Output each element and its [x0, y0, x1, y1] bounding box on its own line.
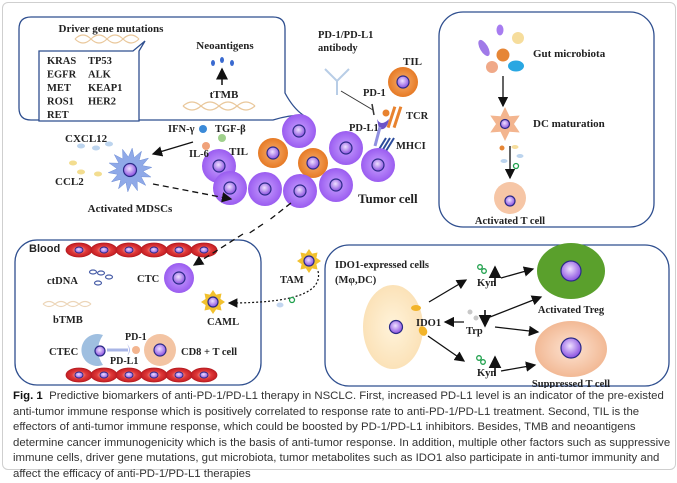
ctdna-icon [88, 269, 114, 286]
ttmb-label: tTMB [210, 89, 239, 101]
ido1-cells-title: IDO1-expressed cells [335, 260, 429, 271]
suppressed-t-cell-label: Suppressed T cell [532, 379, 610, 388]
ccl2-label: CCL2 [55, 176, 84, 188]
btmb-label: bTMB [53, 315, 83, 326]
inhibition-line [340, 90, 374, 111]
gene-item: ALK [88, 70, 112, 81]
pdl1-label: PD-L1 [349, 123, 379, 134]
driver-gene-title: Driver gene mutations [59, 23, 165, 35]
blood-pd1-label: PD-1 [125, 332, 147, 343]
blood-panel: Blood ctDNA CTC TAM CAML bTMB CTEC PD-1 … [14, 223, 321, 386]
figure-caption: Fig. 1 Predictive biomarkers of anti-PD-… [13, 389, 673, 483]
mdsc-panel: IFN-γ TGF-β IL-6 CXCL12 CCL2 Activated M… [55, 124, 246, 215]
gene-item: ROS1 [47, 97, 74, 108]
ctc-label: CTC [137, 274, 159, 285]
til-label: TIL [403, 56, 422, 68]
gut-microbiota-label: Gut microbiota [533, 48, 606, 60]
kyn-top-label: Kyn [477, 278, 496, 289]
til-cluster-label: TIL [229, 146, 248, 158]
caption-text: Predictive biomarkers of anti-PD-1/PD-L1… [13, 390, 671, 480]
cxcl12-label: CXCL12 [65, 133, 108, 145]
activated-t-cell-label: Activated T cell [475, 216, 545, 227]
il6-label: IL-6 [189, 149, 209, 160]
red-blood-cells-top [65, 242, 218, 258]
dna-helix-icon [42, 300, 92, 308]
tumor-cell-label: Tumor cell [358, 191, 418, 206]
gene-item: KRAS [47, 56, 76, 67]
trp-label: Trp [466, 326, 483, 337]
caption-label: Fig. 1 [13, 390, 43, 402]
mdsc-label: Activated MDSCs [88, 203, 173, 215]
gene-item: EGFR [47, 70, 77, 81]
antibody-icon [324, 68, 350, 95]
kyn-bottom-label: Kyn [477, 368, 496, 379]
mhci-label: MHCI [396, 141, 426, 152]
neoantigen-dots-icon [211, 57, 234, 66]
ifn-gamma-label: IFN-γ [168, 124, 195, 135]
gene-list-callout [38, 40, 146, 122]
blood-title: Blood [29, 243, 60, 255]
dc-maturation-label: DC maturation [533, 118, 605, 130]
ido1-panel: IDO1-expressed cells (Mφ,DC) IDO1 Kyn Ky… [324, 243, 670, 388]
gene-item: HER2 [88, 97, 116, 108]
ido1-label: IDO1 [416, 318, 441, 329]
gut-microbiota-panel: Gut microbiota DC maturation Activated T… [438, 11, 655, 228]
immune-synapse: PD-1/PD-L1 antibody TIL PD-1 TCR PD-L1 M… [318, 30, 429, 152]
blood-pdl1-label: PD-L1 [110, 356, 138, 367]
antibody-label-1: PD-1/PD-L1 [318, 30, 373, 41]
dna-helix-icon [182, 101, 256, 111]
pd1-label: PD-1 [363, 88, 386, 99]
neoantigens-label: Neoantigens [196, 40, 254, 52]
red-blood-cells-bottom [65, 367, 218, 383]
activated-treg-label: Activated Treg [538, 305, 605, 316]
dna-helix-icon [74, 34, 140, 44]
ctec-cell [81, 333, 103, 366]
gene-item: KEAP1 [88, 83, 122, 94]
ido1-cells-subtitle: (Mφ,DC) [335, 275, 377, 286]
gene-item: TP53 [88, 56, 112, 67]
gene-item: RET [47, 110, 69, 121]
ctec-label: CTEC [49, 347, 78, 358]
caml-label: CAML [207, 317, 239, 328]
antibody-label-2: antibody [318, 43, 358, 54]
gene-item: MET [47, 83, 71, 94]
tam-label: TAM [280, 275, 304, 286]
ctdna-label: ctDNA [47, 276, 78, 287]
tgf-beta-label: TGF-β [215, 124, 246, 135]
tcr-label: TCR [406, 111, 429, 122]
cd8-label: CD8 + T cell [181, 347, 237, 358]
